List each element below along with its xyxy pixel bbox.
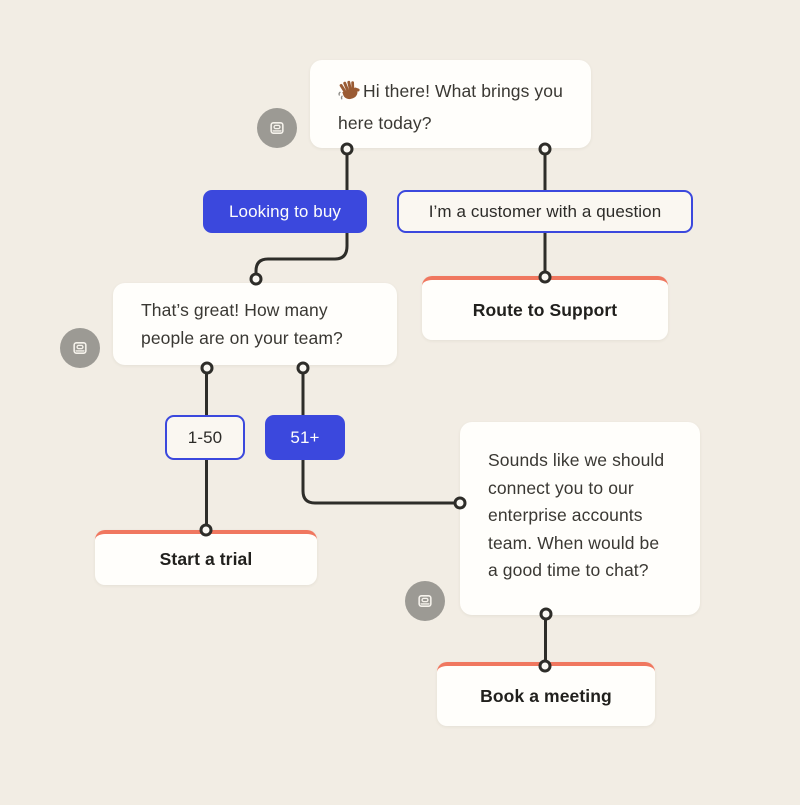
bot-message-1-text: Hi there! What brings you here today? (338, 81, 563, 133)
action-card-route-to-support[interactable]: Route to Support (422, 276, 668, 340)
bot-message-card-2[interactable]: That’s great! How many people are on you… (113, 283, 397, 365)
action-card-book-a-meeting[interactable]: Book a meeting (437, 662, 655, 726)
bot-message-card-1[interactable]: Hi there! What brings you here today? (310, 60, 591, 148)
bot-message-2-text: That’s great! How many people are on you… (141, 300, 343, 348)
action-book-meeting-label: Book a meeting (480, 685, 612, 706)
reply-button-customer-question[interactable]: I’m a customer with a question (397, 190, 693, 233)
bot-badge-2 (60, 328, 100, 368)
action-route-support-label: Route to Support (472, 299, 618, 320)
message-icon (418, 595, 432, 607)
bot-badge-3 (405, 581, 445, 621)
action-start-trial-label: Start a trial (159, 549, 253, 569)
reply-button-51-plus[interactable]: 51+ (265, 415, 345, 460)
reply-button-looking-to-buy[interactable]: Looking to buy (203, 190, 367, 233)
reply-button-1-50[interactable]: 1-50 (165, 415, 245, 460)
bot-message-3-text: Sounds like we should connect you to our… (488, 450, 665, 581)
message-icon (270, 122, 284, 134)
message-icon (73, 342, 87, 354)
bot-badge-1 (257, 108, 297, 148)
action-card-start-a-trial[interactable]: Start a trial (95, 530, 317, 585)
waving-hand-emoji (338, 79, 360, 109)
bot-message-card-3[interactable]: Sounds like we should connect you to our… (460, 422, 700, 615)
